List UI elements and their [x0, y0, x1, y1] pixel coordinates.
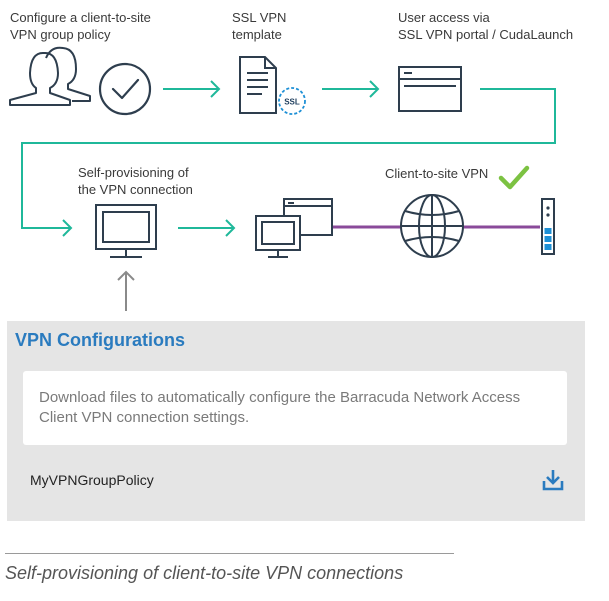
step4-label-line2: the VPN connection — [78, 182, 193, 197]
users-icon — [9, 46, 91, 106]
policy-name[interactable]: MyVPNGroupPolicy — [30, 472, 154, 488]
vpn-label: Client-to-site VPN — [385, 166, 489, 181]
check-circle-icon — [98, 62, 152, 116]
step3-label-line2: SSL VPN portal / CudaLaunch — [398, 27, 574, 42]
connector-step3-to-step4 — [21, 88, 556, 237]
ssl-badge-icon: SSL — [278, 87, 306, 115]
monitor-icon — [95, 204, 157, 258]
download-icon — [542, 470, 564, 491]
client-devices-icon — [255, 198, 333, 258]
step2-label-line2: template — [232, 27, 282, 42]
arrow-step2-to-step3 — [322, 80, 380, 98]
vpn-configurations-panel: VPN Configurations Download files to aut… — [7, 321, 585, 521]
step2-label: SSL VPN template — [232, 9, 286, 43]
step1-label-line2: VPN group policy — [10, 27, 111, 42]
panel-title: VPN Configurations — [15, 330, 185, 350]
vpn-check-icon — [498, 165, 530, 190]
caption-rule — [5, 553, 454, 554]
step1-label-line1: Configure a client-to-site — [10, 10, 151, 25]
arrow-step1-to-step2 — [163, 80, 221, 98]
figure-caption: Self-provisioning of client-to-site VPN … — [5, 563, 404, 583]
download-button[interactable] — [541, 468, 565, 492]
step3-label-line1: User access via — [398, 10, 490, 25]
ssl-badge-text: SSL — [284, 98, 300, 107]
ssl-document-icon — [239, 56, 277, 114]
step4-label: Self-provisioning of the VPN connection — [78, 164, 193, 198]
arrow-step4-to-client — [178, 219, 236, 237]
step2-label-line1: SSL VPN — [232, 10, 287, 25]
globe-icon — [400, 194, 464, 258]
browser-window-icon — [398, 66, 462, 112]
arrow-panel-to-monitor — [117, 270, 135, 311]
step1-label: Configure a client-to-site VPN group pol… — [10, 9, 151, 43]
step3-label: User access via SSL VPN portal / CudaLau… — [398, 9, 573, 43]
info-box: Download files to automatically configur… — [23, 371, 567, 445]
step4-label-line1: Self-provisioning of — [78, 165, 189, 180]
flow-diagram: SSL — [9, 46, 556, 311]
firewall-appliance-icon — [541, 198, 555, 255]
info-text: Download files to automatically configur… — [39, 389, 521, 426]
